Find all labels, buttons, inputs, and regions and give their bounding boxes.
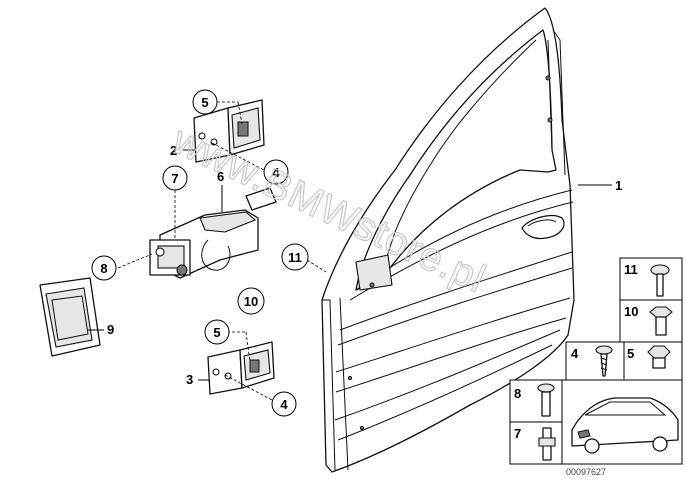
callout-11: 11 [288,250,302,265]
callout-9: 9 [107,322,114,337]
bolt-icon [537,383,555,417]
callouts: 1 2 3 9 6 5 4 7 8 11 10 5 4 [91,89,622,417]
hardware-4-label: 4 [571,346,579,361]
callout-3: 3 [186,372,193,387]
callout-1: 1 [615,178,622,193]
hardware-panel: 11 10 4 5 8 7 [509,257,683,477]
lower-hinge [207,341,275,395]
upper-hinge [193,99,265,163]
callout-2: 2 [170,143,177,158]
callout-4-upper: 4 [272,165,280,180]
callout-8: 8 [100,261,107,276]
callout-7: 7 [171,171,178,186]
callout-10: 10 [244,294,258,309]
hardware-7-label: 7 [514,426,521,441]
part-code: 00097627 [566,467,606,477]
hardware-11-label: 11 [624,262,638,277]
leader-lines [88,101,612,401]
callout-5-lower: 5 [213,325,220,340]
rivet-icon [650,264,670,297]
hardware-5-label: 5 [627,346,634,361]
callout-5-upper: 5 [201,95,208,110]
hardware-10-label: 10 [624,304,638,319]
hex-bolt-icon [649,306,673,336]
hex-nut-icon [647,345,671,369]
hardware-8-label: 8 [514,386,521,401]
stud-icon [538,427,556,461]
grommet-seal [39,277,101,357]
callout-4-lower: 4 [280,397,288,412]
screw-icon [595,345,613,377]
callout-6: 6 [217,169,224,184]
door-panel [321,7,575,473]
car-thumbnail [571,397,679,454]
door-check-strap [149,187,277,279]
